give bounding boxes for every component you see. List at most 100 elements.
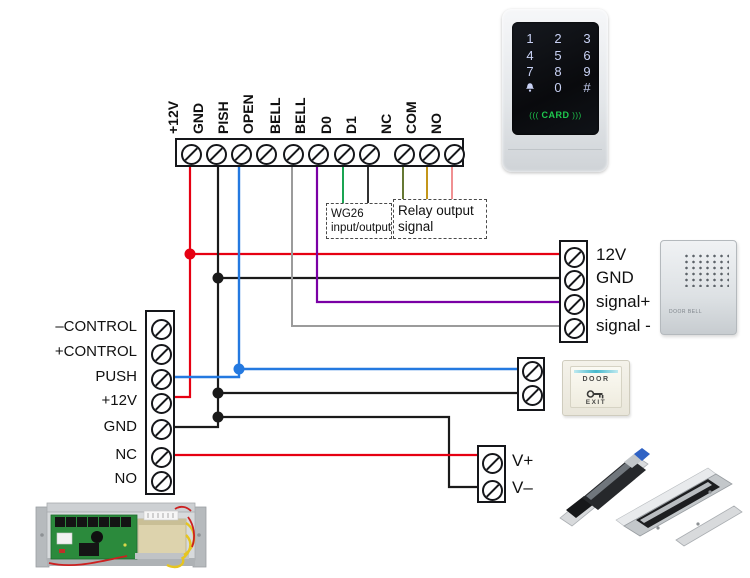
- terminal-label-d0: D0: [318, 116, 334, 134]
- psu-component-red: [59, 549, 65, 553]
- terminal-label-nc: NC: [378, 113, 394, 134]
- terminal-screw: [358, 143, 380, 165]
- terminal-screw: [564, 269, 585, 291]
- magnetic-lock-image: [559, 448, 743, 547]
- terminal-label-pish: PISH: [215, 101, 231, 134]
- wire-12v-red: [175, 166, 192, 399]
- keypad-key-8: 8: [554, 64, 562, 79]
- exit-button-accent-line: [574, 370, 618, 373]
- controller-terminal-strip: [175, 138, 465, 167]
- terminal-screw: [151, 470, 172, 492]
- terminal-screw: [255, 143, 277, 165]
- wire-pish-blue: [175, 166, 241, 379]
- psu-transformer-band: [138, 519, 186, 525]
- terminal-screw: [205, 143, 227, 165]
- junction-dot-blue: [233, 363, 245, 375]
- bell-label-signal-minus: signal -: [596, 316, 651, 335]
- psu-led: [123, 543, 127, 547]
- wg26-line1: WG26: [331, 208, 364, 220]
- terminal-screw: [333, 143, 355, 165]
- left-label-gnd: GND: [103, 418, 137, 435]
- maglock-screw: [696, 522, 700, 526]
- lock-label-v-plus: V+: [512, 451, 534, 470]
- psu-connector: [143, 510, 179, 521]
- left-label-minus-control: –CONTROL: [55, 318, 137, 335]
- maglock-small-plate: [675, 505, 743, 547]
- psu-relay: [56, 532, 73, 545]
- keypad-key-6: 6: [583, 48, 591, 63]
- psu-bottom-rail: [47, 558, 195, 566]
- wg26-line2: input/output: [331, 222, 392, 234]
- psu-flange-screw: [40, 533, 44, 537]
- left-label-no: NO: [114, 470, 138, 487]
- psu-terminal-blocks: [55, 517, 131, 527]
- junction-dot-black-3: [212, 411, 224, 423]
- bell-label-signal-plus: signal+: [596, 292, 651, 311]
- power-supply-image: [35, 502, 207, 569]
- terminal-screw: [180, 143, 202, 165]
- access-control-keypad: 1 2 3 4 5 6 7 8 9 0 # ((( CARD ))): [502, 9, 608, 172]
- lock-terminal-strip: [477, 445, 506, 503]
- terminal-screw: [521, 384, 543, 406]
- terminal-screw: [564, 317, 585, 339]
- relay-line1: Relay output: [398, 203, 474, 218]
- maglock-armature-strip: [640, 482, 712, 523]
- terminal-screw: [151, 318, 172, 340]
- keypad-key-hash: #: [583, 80, 591, 95]
- exit-button-door-label: DOOR: [582, 376, 610, 383]
- terminal-screw: [151, 392, 172, 414]
- psu-connector-pins: [147, 513, 174, 518]
- doorbell-speaker-grill: [683, 253, 729, 287]
- keypad-key-3: 3: [583, 31, 591, 46]
- terminal-screw: [151, 343, 172, 365]
- bolt-lock-collar: [624, 454, 642, 468]
- keypad-key-2: 2: [554, 31, 562, 46]
- psu-transformer-body: [137, 518, 187, 558]
- terminal-label-no: NO: [428, 113, 444, 134]
- terminal-screw: [151, 418, 172, 440]
- keypad-seam: [508, 149, 602, 150]
- bell-label-gnd: GND: [596, 268, 634, 287]
- wg26-annotation-box: WG26 input/output: [326, 203, 392, 239]
- psu-capacitor: [91, 531, 103, 543]
- terminal-screw: [151, 446, 172, 468]
- left-label-12v: +12V: [101, 392, 137, 409]
- junction-dot-black-2: [212, 387, 224, 399]
- wire-bell-gray: [291, 166, 560, 327]
- terminal-screw: [443, 143, 465, 165]
- exit-button-exit-label: EXIT: [585, 399, 607, 406]
- terminal-screw: [521, 360, 543, 382]
- terminal-screw: [393, 143, 415, 165]
- keypad-key-4: 4: [526, 48, 534, 63]
- terminal-label-com: COM: [403, 101, 419, 134]
- psu-red-wires: [48, 505, 195, 567]
- wire-bell-purple: [315, 166, 560, 304]
- bell-icon: [522, 80, 538, 96]
- maglock-screw: [656, 526, 660, 530]
- wire-gnd-black: [175, 166, 220, 429]
- relay-line2: signal: [398, 219, 434, 234]
- psu-transformer-small: [79, 543, 99, 556]
- terminal-screw: [230, 143, 252, 165]
- bolt-lock-cylinder: [582, 458, 646, 510]
- terminal-screw: [151, 368, 172, 390]
- card-waves-right: ))): [569, 111, 582, 120]
- terminal-label-d1: D1: [343, 116, 359, 134]
- junction-dot-red: [184, 248, 196, 260]
- terminal-screw: [564, 293, 585, 315]
- doorbell-label: DOOR BELL: [669, 309, 703, 315]
- card-indicator: ((( CARD ))): [512, 110, 599, 121]
- psu-transformer-base: [135, 553, 189, 559]
- exit-button-terminal-strip: [517, 357, 545, 411]
- door-exit-button: DOOR EXIT: [562, 360, 630, 416]
- terminal-label-gnd: GND: [190, 102, 206, 134]
- bolt-lock-tip: [634, 448, 650, 461]
- keypad-screen: 1 2 3 4 5 6 7 8 9 0 # ((( CARD ))): [512, 22, 599, 135]
- terminal-label-bell2: BELL: [292, 97, 308, 134]
- terminal-screw: [282, 143, 304, 165]
- terminal-screw: [482, 452, 503, 474]
- bell-label-12v: 12V: [596, 245, 627, 264]
- maglock-screw: [708, 490, 712, 494]
- terminal-label-bell1: BELL: [267, 97, 283, 134]
